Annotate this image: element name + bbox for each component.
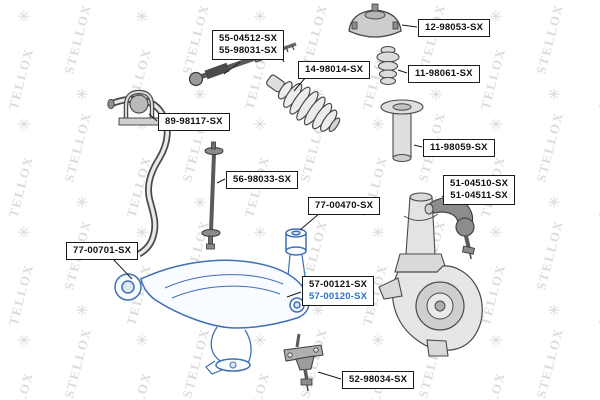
part-number-highlighted[interactable]: 57-00120-SX: [309, 291, 368, 302]
part-number: 11-98059-SX: [430, 142, 488, 153]
part-number: 89-98117-SX: [165, 116, 223, 127]
part-number: 56-98033-SX: [233, 174, 292, 185]
part-label-control-arm: 57-00121-SX 57-00120-SX: [302, 276, 375, 306]
ball-joint-drawing: [283, 333, 324, 392]
part-label-boot: 14-98014-SX: [298, 61, 371, 79]
part-label-arm-rear-bushing: 77-00470-SX: [308, 197, 381, 215]
dust-cover-drawing: [380, 99, 424, 163]
stabilizer-bushing-drawing: [118, 89, 160, 126]
part-label-strut-mount: 12-98053-SX: [418, 19, 491, 37]
part-label-tie-rod-end: 51-04510-SX 51-04511-SX: [443, 175, 516, 205]
part-number: 55-04512-SX: [219, 33, 278, 44]
strut-mount-drawing: [348, 3, 402, 38]
part-label-tie-rod: 55-04512-SX 55-98031-SX: [212, 30, 285, 60]
part-label-ball-joint: 52-98034-SX: [342, 371, 415, 389]
part-number: 57-00121-SX: [309, 279, 368, 290]
part-number: 77-00701-SX: [73, 245, 132, 256]
part-label-bump-stop: 11-98061-SX: [408, 65, 480, 83]
stabilizer-link-drawing: [201, 141, 224, 250]
part-number: 11-98061-SX: [415, 68, 473, 79]
steering-boot-drawing: [266, 74, 341, 133]
part-label-arm-front-bushing: 77-00701-SX: [66, 242, 139, 260]
part-number: 51-04510-SX: [450, 178, 509, 189]
bump-stop-drawing: [376, 45, 400, 86]
part-label-stab-link: 56-98033-SX: [226, 171, 299, 189]
part-number: 77-00470-SX: [315, 200, 374, 211]
part-number: 51-04511-SX: [450, 190, 508, 201]
part-number: 52-98034-SX: [349, 374, 408, 385]
control-arm-drawing: [114, 228, 310, 375]
steering-knuckle-drawing: [378, 192, 483, 357]
part-label-dust-cover: 11-98059-SX: [423, 139, 495, 157]
part-number: 55-98031-SX: [219, 45, 278, 56]
stabilizer-bar-drawing: [107, 95, 171, 258]
part-number: 12-98053-SX: [425, 22, 484, 33]
part-number: 14-98014-SX: [305, 64, 364, 75]
part-label-stab-bushing: 89-98117-SX: [158, 113, 230, 131]
